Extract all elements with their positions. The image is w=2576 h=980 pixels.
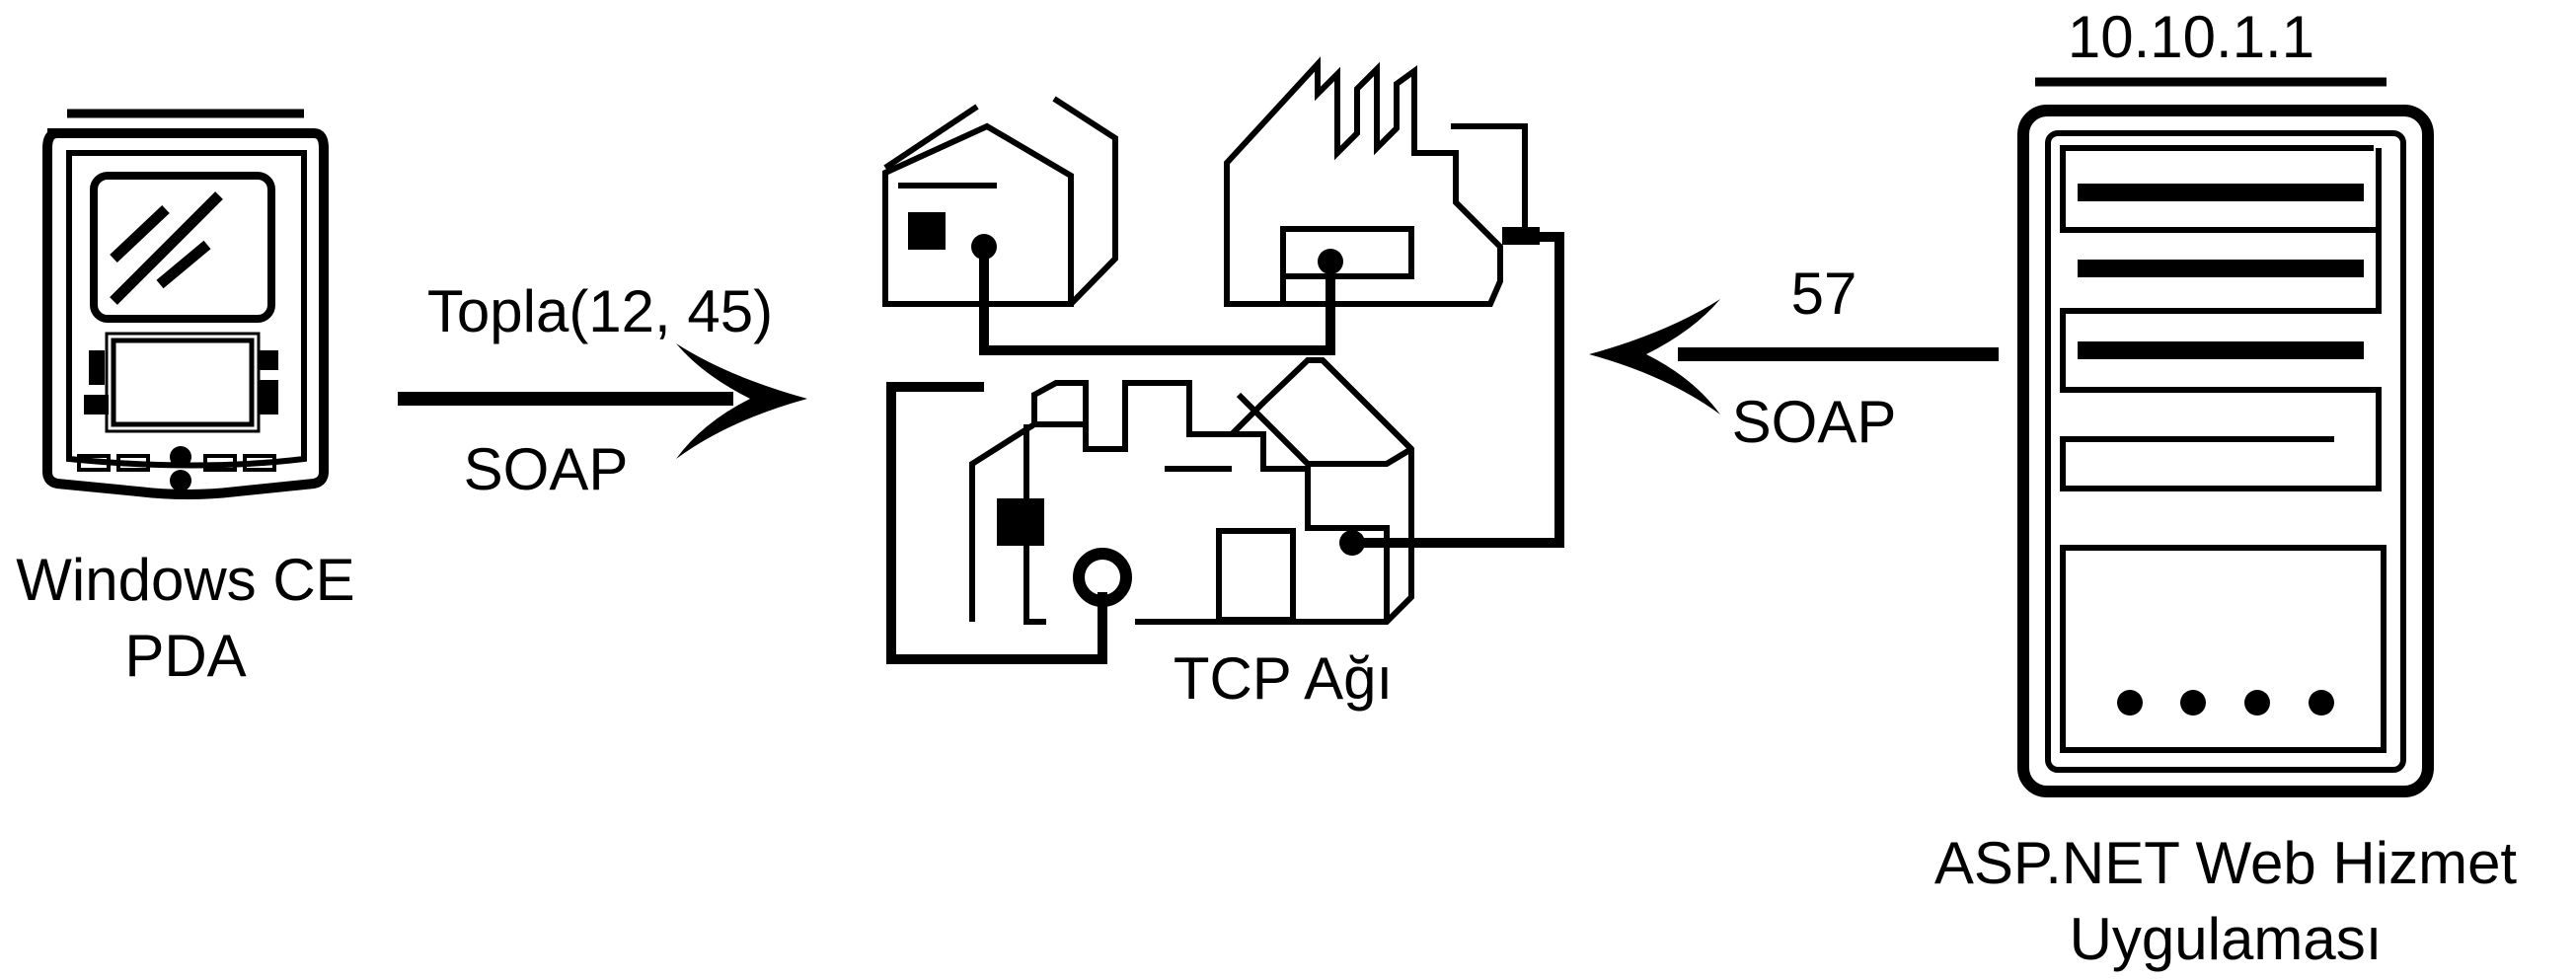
server-ip-label: 10.10.1.1 [2068,4,2314,70]
pda-device-icon [42,109,329,499]
server-tower-icon [2017,77,2434,797]
request-protocol-label: SOAP [464,436,629,502]
tcp-network-buildings-icon [882,56,1564,664]
response-protocol-label: SOAP [1732,389,1897,455]
response-value-label: 57 [1791,261,1857,327]
pda-label-line2: PDA [124,623,246,689]
arrow-right-icon [398,343,807,459]
server-label-line2: Uygulaması [2070,906,2383,972]
request-call-label: Topla(12, 45) [427,278,773,344]
network-label: TCP Ağı [1174,645,1393,712]
arrow-left-icon [1589,299,1999,415]
server-label-line1: ASP.NET Web Hizmet [1934,830,2518,896]
pda-label-line1: Windows CE [16,547,354,613]
